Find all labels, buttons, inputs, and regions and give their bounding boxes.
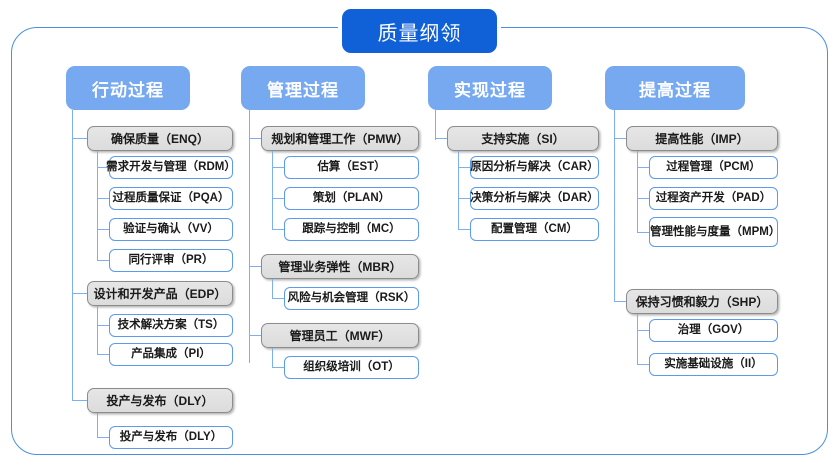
leaf-box-3-1-0[interactable]: 治理（GOV） bbox=[649, 319, 778, 342]
leaf-box-3-1-1[interactable]: 实施基础设施（II） bbox=[649, 353, 778, 376]
branch-line-2-0 bbox=[458, 151, 460, 230]
branch-line-0-2 bbox=[97, 413, 99, 438]
leaf-box-3-0-2[interactable]: 管理性能与度量（MPM） bbox=[649, 217, 780, 247]
leaf-stub-0-0-2 bbox=[97, 229, 109, 231]
leaf-stub-3-0-2 bbox=[637, 232, 649, 234]
leaf-box-0-0-0[interactable]: 需求开发与管理（RDM） bbox=[106, 156, 236, 179]
leaf-stub-3-0-0 bbox=[637, 167, 649, 169]
group-box-1-2[interactable]: 管理员工（MWF） bbox=[261, 323, 419, 348]
trunk-stub-1-0 bbox=[249, 138, 261, 140]
trunk-stub-2-0 bbox=[435, 138, 447, 140]
leaf-box-0-0-1[interactable]: 过程质量保证（PQA） bbox=[109, 187, 233, 210]
leaf-stub-1-0-2 bbox=[272, 229, 284, 231]
leaf-stub-1-0-0 bbox=[272, 167, 284, 169]
column-header-3[interactable]: 提高过程 bbox=[605, 66, 745, 110]
trunk-stub-0-0 bbox=[72, 138, 87, 140]
trunk-stub-1-1 bbox=[249, 266, 261, 268]
branch-line-1-0 bbox=[272, 151, 274, 230]
group-box-3-1[interactable]: 保持习惯和毅力（SHP） bbox=[626, 289, 778, 314]
leaf-stub-0-0-0 bbox=[97, 167, 109, 169]
branch-line-1-2 bbox=[272, 348, 274, 368]
leaf-stub-0-1-0 bbox=[97, 325, 109, 327]
leaf-stub-0-1-1 bbox=[97, 354, 109, 356]
group-box-1-0[interactable]: 规划和管理工作（PMW） bbox=[261, 126, 419, 151]
leaf-box-1-2-0[interactable]: 组织级培训（OT） bbox=[284, 356, 419, 379]
trunk-line-col-3 bbox=[614, 110, 616, 302]
leaf-box-3-0-1[interactable]: 过程资产开发（PAD） bbox=[649, 187, 778, 210]
branch-line-0-0 bbox=[97, 151, 99, 261]
leaf-stub-2-0-0 bbox=[458, 167, 470, 169]
leaf-stub-1-2-0 bbox=[272, 367, 284, 369]
leaf-stub-1-0-1 bbox=[272, 198, 284, 200]
trunk-stub-0-1 bbox=[72, 293, 87, 295]
trunk-stub-3-0 bbox=[614, 138, 626, 140]
diagram-title: 质量纲领 bbox=[342, 9, 497, 53]
group-box-0-1[interactable]: 设计和开发产品（EDP） bbox=[87, 281, 233, 306]
leaf-stub-2-0-1 bbox=[458, 198, 470, 200]
leaf-stub-0-2-0 bbox=[97, 437, 109, 439]
leaf-box-0-1-1[interactable]: 产品集成（PI） bbox=[109, 343, 233, 366]
leaf-stub-0-0-1 bbox=[97, 198, 109, 200]
trunk-stub-3-1 bbox=[614, 301, 626, 303]
column-header-2[interactable]: 实现过程 bbox=[428, 66, 552, 110]
leaf-stub-3-0-1 bbox=[637, 198, 649, 200]
leaf-stub-0-0-3 bbox=[97, 260, 109, 262]
group-box-0-2[interactable]: 投产与发布（DLY） bbox=[87, 388, 233, 413]
branch-line-1-1 bbox=[272, 279, 274, 299]
branch-line-3-0 bbox=[637, 151, 639, 233]
trunk-stub-1-2 bbox=[249, 335, 261, 337]
leaf-box-2-0-0[interactable]: 原因分析与解决（CAR） bbox=[470, 156, 599, 179]
leaf-box-2-0-2[interactable]: 配置管理（CM） bbox=[470, 218, 599, 241]
trunk-line-col-2 bbox=[435, 110, 437, 140]
branch-line-3-1 bbox=[637, 314, 639, 365]
group-box-3-0[interactable]: 提高性能（IMP） bbox=[626, 126, 778, 151]
trunk-stub-0-2 bbox=[72, 400, 87, 402]
leaf-box-3-0-0[interactable]: 过程管理（PCM） bbox=[649, 156, 778, 179]
leaf-box-0-1-0[interactable]: 技术解决方案（TS） bbox=[109, 314, 233, 337]
leaf-box-1-0-2[interactable]: 跟踪与控制（MC） bbox=[284, 218, 419, 241]
leaf-stub-2-0-2 bbox=[458, 229, 470, 231]
branch-line-0-1 bbox=[97, 306, 99, 354]
leaf-box-0-0-3[interactable]: 同行评审（PR） bbox=[109, 249, 233, 272]
leaf-box-1-0-1[interactable]: 策划（PLAN） bbox=[284, 187, 419, 210]
group-box-2-0[interactable]: 支持实施（SI） bbox=[447, 126, 599, 151]
trunk-line-col-0 bbox=[72, 110, 74, 400]
leaf-stub-1-1-0 bbox=[272, 298, 284, 300]
leaf-box-2-0-1[interactable]: 决策分析与解决（DAR） bbox=[470, 187, 599, 210]
leaf-box-0-2-0[interactable]: 投产与发布（DLY） bbox=[109, 426, 233, 449]
trunk-line-col-1 bbox=[249, 110, 251, 363]
leaf-box-0-0-2[interactable]: 验证与确认（VV） bbox=[109, 218, 233, 241]
group-box-0-0[interactable]: 确保质量（ENQ） bbox=[87, 126, 233, 151]
column-header-1[interactable]: 管理过程 bbox=[241, 66, 365, 110]
leaf-stub-3-1-1 bbox=[637, 364, 649, 366]
leaf-stub-3-1-0 bbox=[637, 330, 649, 332]
column-header-0[interactable]: 行动过程 bbox=[66, 66, 190, 110]
leaf-box-1-0-0[interactable]: 估算（EST） bbox=[284, 156, 419, 179]
leaf-box-1-1-0[interactable]: 风险与机会管理（RSK） bbox=[284, 287, 419, 310]
group-box-1-1[interactable]: 管理业务弹性（MBR） bbox=[261, 254, 419, 279]
